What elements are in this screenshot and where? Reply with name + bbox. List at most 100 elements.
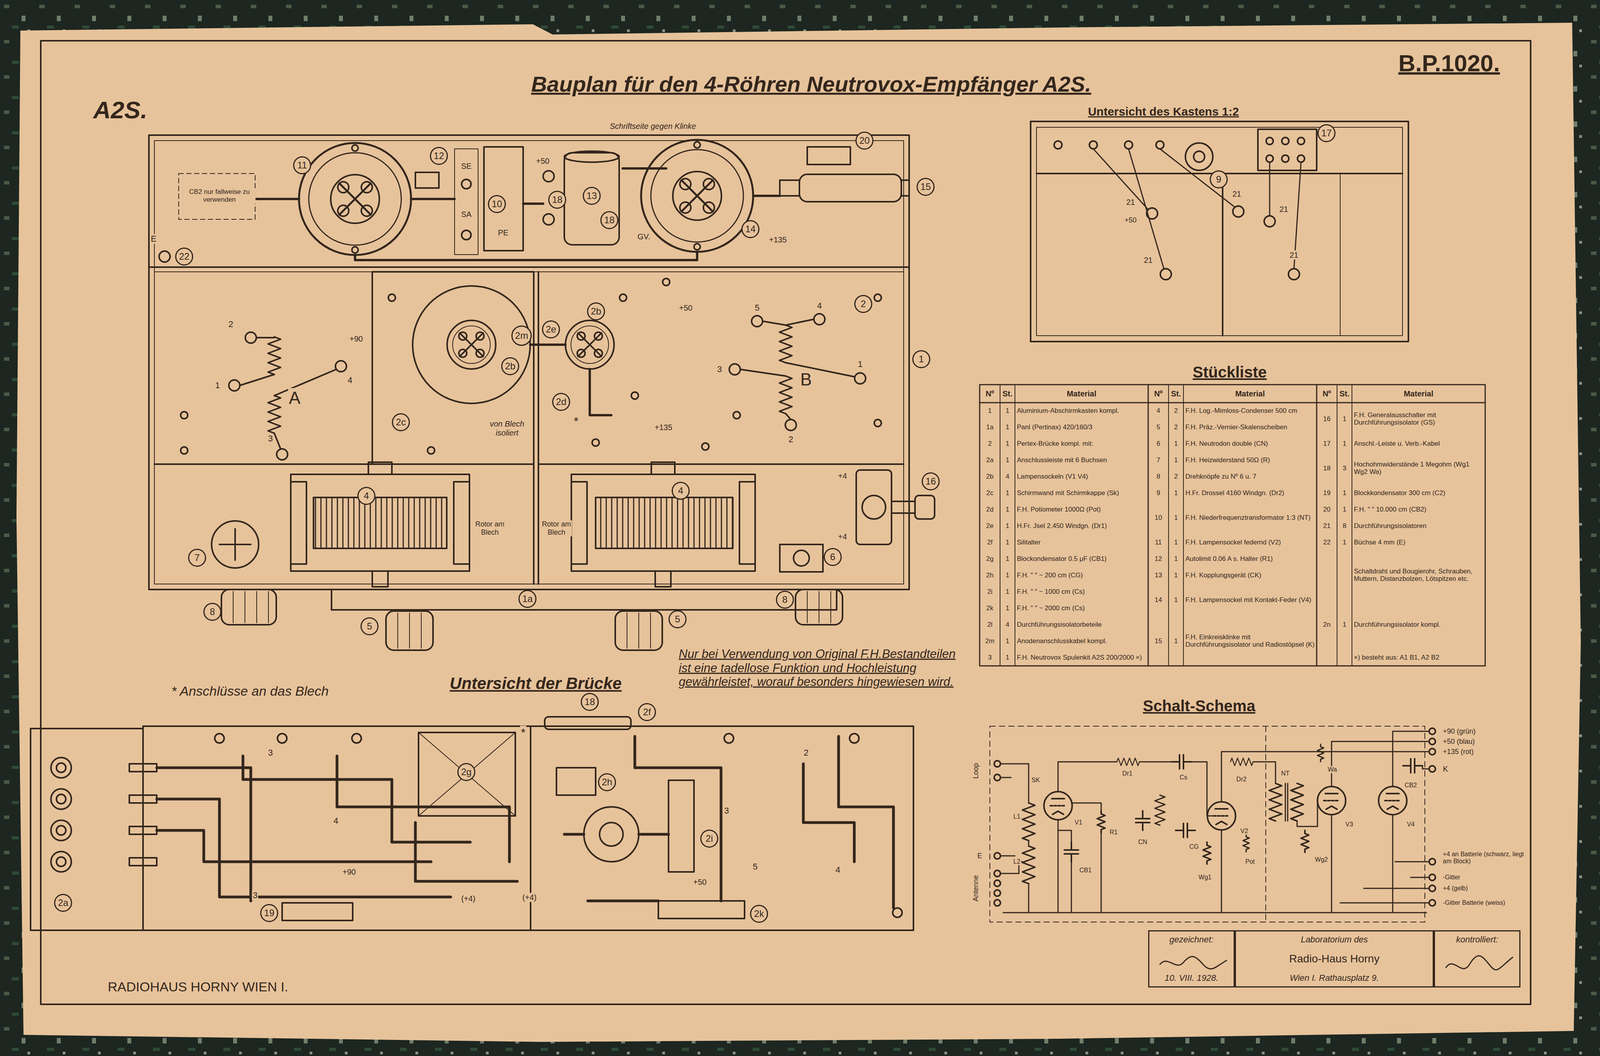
table-cell: Autolimit 0.06 A s. Halter (R1)	[1183, 550, 1317, 568]
table-cell: 10	[1148, 501, 1169, 535]
table-cell: 8	[1337, 518, 1352, 535]
terminal-label: K	[1442, 764, 1449, 774]
node-text: 14	[745, 224, 756, 234]
symbol-label: V1	[1073, 819, 1084, 827]
symbol-label: CB2	[1403, 782, 1418, 790]
illustration-rect	[368, 462, 392, 475]
symbol-label: CB1	[1078, 867, 1093, 875]
illustration-circle	[729, 364, 741, 376]
terminal-label: Loop	[971, 762, 981, 780]
illustration-rect	[979, 384, 1486, 667]
table-cell: 2d	[979, 501, 1001, 519]
illustration-circle	[874, 294, 882, 302]
illustration-use	[641, 139, 754, 252]
illustration-rect	[1257, 129, 1317, 171]
symbol-label: Cs	[1178, 774, 1189, 782]
maker-imprint: RADIOHAUS HORNY WIEN I.	[106, 979, 289, 995]
illustration-use	[1022, 803, 1035, 841]
table-cell: 1	[1000, 419, 1015, 436]
illustration-use	[1269, 783, 1282, 822]
illustration-line	[537, 271, 540, 585]
terminal-label: -Gitter	[1442, 874, 1461, 882]
table-cell: F.H. Lampensockel mit Kontakt-Feder (V4)	[1183, 583, 1317, 617]
title-block-cell: kontrolliert:	[1433, 930, 1521, 988]
table-cell: 1	[1000, 485, 1015, 502]
voltage-label: +50	[678, 303, 694, 313]
illustration-path	[1445, 956, 1513, 971]
illustration-rect	[544, 717, 631, 730]
table-cell: 21	[1316, 518, 1338, 535]
callout-circle: 12	[429, 146, 448, 165]
table-cell: Silitalter	[1014, 534, 1149, 551]
illustration-circle	[994, 870, 1001, 878]
table-cell: 20	[1316, 501, 1338, 519]
illustration-rect	[655, 571, 671, 588]
illustration-circle	[335, 360, 347, 372]
node-text: 2k	[753, 909, 764, 919]
table-cell: 1	[1000, 550, 1015, 568]
callout-circle: 5	[360, 617, 379, 636]
table-cell: F.H. Lampensockel federnd (V2)	[1183, 534, 1317, 551]
illustration-circle	[1054, 141, 1062, 149]
node-text: 4	[363, 491, 369, 501]
table-header: Material	[1183, 384, 1317, 403]
callout-circle: 5	[668, 610, 687, 629]
terminal-label: +50 (blau)	[1442, 737, 1476, 747]
callout-circle: 16	[921, 472, 940, 491]
symbol-label: V2	[1239, 828, 1249, 836]
illustration-circle	[50, 820, 72, 841]
node-text: 12	[433, 151, 445, 161]
callout-circle: 19	[260, 904, 279, 923]
illustration-use	[1043, 791, 1073, 821]
illustration-rect	[1030, 121, 1409, 342]
table-cell: H.Fr. Jsel 2.450 Windgn. (Dr1)	[1014, 518, 1149, 535]
illustration-rect	[30, 728, 144, 931]
table-cell: 1	[1000, 452, 1015, 469]
illustration-rect	[595, 497, 733, 549]
table-cell: 1	[1168, 485, 1184, 502]
illustration-line	[148, 266, 910, 269]
illustration-line	[1265, 726, 1267, 923]
ink-drawing	[30, 40, 1531, 1005]
illustration-circle	[849, 733, 859, 744]
illustration-path	[1000, 384, 1352, 667]
table-cell: F.H. ″ ″ 10.000 cm (CB2)	[1351, 501, 1486, 519]
illustration-rect	[891, 501, 916, 514]
illustration-rect	[290, 474, 470, 572]
node-text: 18	[604, 215, 615, 225]
illustration-rect	[313, 497, 447, 549]
illustration-use	[1116, 758, 1140, 766]
table-cell: 2	[1168, 468, 1184, 486]
illustration-use	[1301, 830, 1309, 853]
node-text: 17	[1321, 128, 1332, 138]
pin-number: 5	[751, 862, 759, 872]
callout-circle: 15	[916, 177, 935, 196]
table-cell: 1	[1000, 600, 1015, 617]
illustration-path	[740, 319, 855, 420]
illustration-path	[156, 736, 894, 909]
table-cell: 1	[1168, 534, 1184, 551]
illustration-line	[154, 463, 534, 466]
illustration-circle	[461, 230, 472, 240]
illustration-circle	[50, 851, 72, 873]
note-label: von Blech isoliert	[484, 419, 530, 438]
illustration-circle	[245, 332, 257, 344]
table-cell: 2b	[979, 468, 1001, 486]
callout-circle: 7	[188, 549, 207, 568]
illustration-use	[298, 143, 412, 256]
node-text: 2e	[545, 324, 557, 335]
callout-circle: 2c	[391, 413, 410, 432]
illustration-rect	[564, 152, 620, 245]
illustration-line	[1316, 384, 1318, 667]
node-text: 15	[920, 182, 932, 192]
table-cell: F.H. Generalausschalter mit Durchführung…	[1351, 402, 1486, 436]
illustration-use	[779, 325, 792, 363]
illustration-rect	[372, 571, 388, 588]
table-cell: 1	[1000, 402, 1015, 420]
illustration-circle	[50, 789, 72, 810]
table-cell: 2i	[979, 583, 1001, 601]
illustration-circle	[388, 294, 396, 302]
node-text: 2b	[505, 361, 516, 372]
callout-number: 21	[1278, 204, 1289, 214]
